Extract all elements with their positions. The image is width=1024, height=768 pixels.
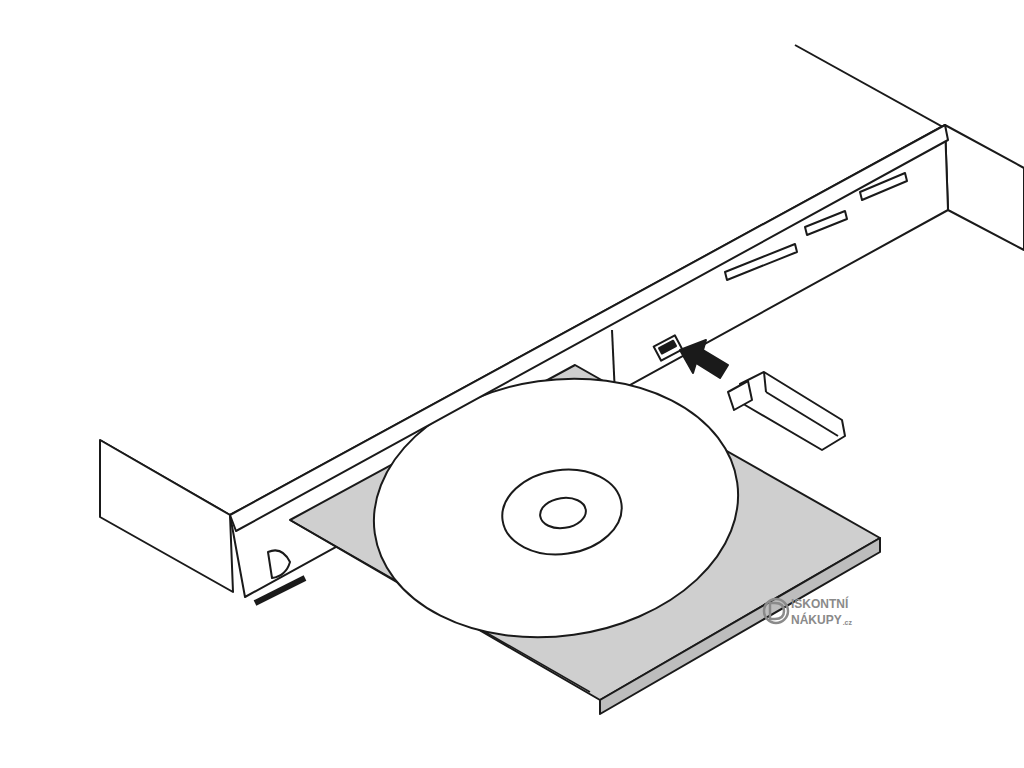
usb-stick-edge xyxy=(766,392,838,436)
disc xyxy=(357,356,755,660)
watermark-logo xyxy=(764,599,788,623)
disc-hub xyxy=(497,462,628,562)
usb-connector xyxy=(728,381,752,410)
right-side-face xyxy=(945,125,1024,250)
usb-port-inner xyxy=(659,341,676,354)
usb-stick-edge xyxy=(764,372,766,392)
watermark-text: ISKONTNÍ xyxy=(791,598,848,610)
knob xyxy=(268,550,290,578)
insert-arrow xyxy=(680,340,728,378)
disc-hole xyxy=(538,495,588,531)
watermark-text: .cz xyxy=(843,619,852,626)
foot-edge xyxy=(255,578,305,603)
usb-port xyxy=(654,335,683,360)
usb-stick xyxy=(740,372,845,450)
front-bevel xyxy=(230,125,948,531)
watermark-text: NÁKUPY xyxy=(791,614,842,626)
left-side-face xyxy=(100,440,233,592)
